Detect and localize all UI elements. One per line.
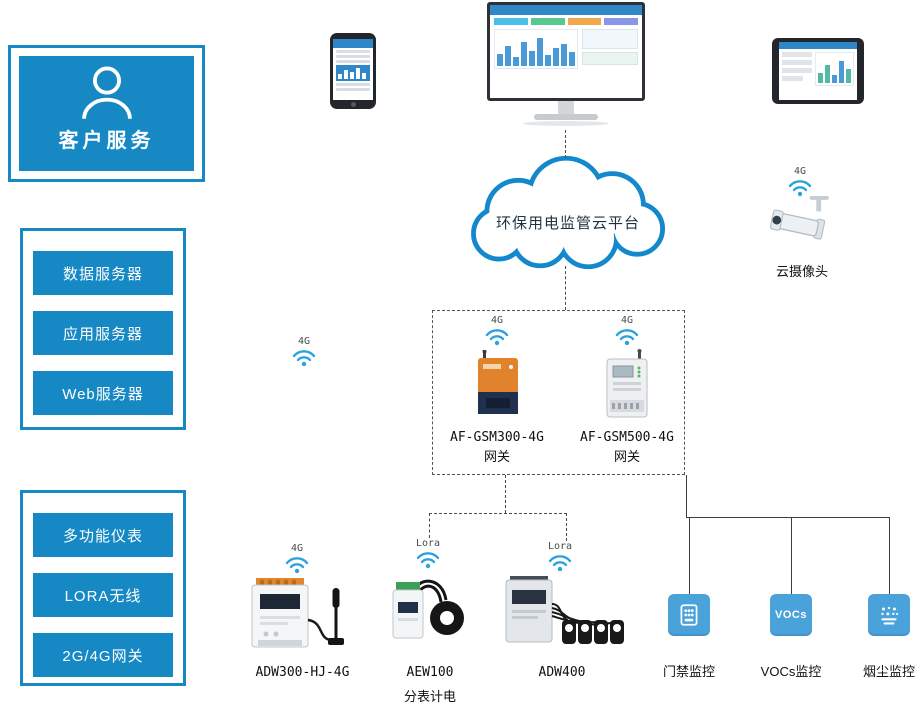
capability-item-gateway: 2G/4G网关 (33, 633, 173, 677)
monitor-dust-label: 烟尘监控 (862, 664, 915, 679)
customer-service-card: 客户服务 (8, 45, 205, 182)
connector-branch-horizontal (429, 513, 567, 514)
wifi-signal-uplink: 4G (284, 336, 324, 367)
wifi-icon (788, 180, 812, 197)
server-group-panel: 数据服务器 应用服务器 Web服务器 (20, 228, 186, 430)
tablet-mockup (772, 38, 864, 104)
monitor-tile-vocs: VOCs (770, 594, 812, 636)
cloud-camera-illustration (769, 196, 829, 240)
connector-right-horizontal (686, 517, 889, 518)
connector-gateway-branch-stem (505, 475, 506, 513)
monitor-tile-access (668, 594, 710, 636)
server-item-web: Web服务器 (33, 371, 173, 415)
monitor-tile-dust (868, 594, 910, 636)
vocs-badge: VOCs (775, 609, 807, 621)
connector-drop-adw400 (566, 513, 567, 541)
camera-signal-label: 4G (793, 166, 807, 177)
wifi-signal-gsm300: 4G (477, 315, 517, 346)
meter-adw300-device (251, 578, 344, 648)
adw400-signal-label: Lora (547, 541, 573, 552)
connector-drop-aew100 (429, 513, 430, 538)
customer-service-inner: 客户服务 (19, 56, 194, 171)
meter-adw400-label: ADW400 (538, 665, 586, 680)
camera-label: 云摄像头 (775, 264, 828, 279)
gsm500-signal-label: 4G (620, 315, 634, 326)
meter-adw400-device (505, 576, 624, 644)
phone-mockup (330, 33, 376, 109)
connector-monitor-cloud (565, 130, 566, 158)
monitor-stand (558, 101, 574, 114)
wifi-icon (548, 555, 572, 572)
connector-drop-vocs (791, 517, 792, 594)
meter-aew100-subtitle: 分表计电 (403, 689, 456, 704)
capability-item-meter: 多功能仪表 (33, 513, 173, 557)
keypad-icon (680, 604, 698, 626)
wifi-signal-adw400: Lora (540, 541, 580, 572)
adw300-signal-label: 4G (290, 543, 304, 554)
desktop-screen (487, 2, 645, 101)
gateway-dashed-box (432, 310, 685, 475)
connector-right-stem (686, 475, 687, 517)
wifi-signal-camera: 4G (780, 166, 820, 197)
uplink-signal-label: 4G (297, 336, 311, 347)
phone-screen (333, 39, 373, 100)
customer-service-label: 客户服务 (58, 130, 155, 152)
wifi-signal-gsm500: 4G (607, 315, 647, 346)
monitor-access-label: 门禁监控 (662, 664, 715, 679)
server-item-data: 数据服务器 (33, 251, 173, 295)
cloud-platform-title: 环保用电监管云平台 (495, 215, 640, 232)
wifi-signal-aew100: Lora (408, 538, 448, 569)
gateway-gsm500-device (606, 349, 648, 418)
gateway-gsm300-label: AF-GSM300-4G 网关 (450, 430, 544, 464)
tablet-screen (779, 42, 857, 100)
phone-home-button (350, 102, 356, 107)
monitor-vocs-label: VOCs监控 (760, 664, 822, 679)
aew100-signal-label: Lora (415, 538, 441, 549)
gateway-gsm500-label: AF-GSM500-4G 网关 (580, 430, 674, 464)
desktop-mockup (485, 2, 647, 126)
connector-drop-dust (889, 517, 890, 594)
wifi-icon (285, 557, 309, 574)
gateway-gsm300-device (478, 350, 518, 414)
person-icon (81, 66, 132, 119)
wifi-signal-adw300: 4G (277, 543, 317, 574)
wifi-icon (416, 552, 440, 569)
gsm300-signal-label: 4G (490, 315, 504, 326)
capability-group-panel: 多功能仪表 LORA无线 2G/4G网关 (20, 490, 186, 686)
server-item-app: 应用服务器 (33, 311, 173, 355)
cloud-shape (471, 155, 666, 270)
connector-drop-access (689, 517, 690, 594)
wifi-icon (292, 350, 316, 367)
dust-icon (881, 606, 899, 625)
meter-adw300-label: ADW300-HJ-4G (255, 665, 350, 680)
wifi-icon (485, 329, 509, 346)
meter-aew100-device (392, 579, 464, 639)
capability-item-lora: LORA无线 (33, 573, 173, 617)
meter-aew100-label: AEW100 (406, 665, 454, 680)
connector-cloud-gateway-box (565, 266, 566, 310)
dashboard-bar-chart (494, 29, 579, 69)
wifi-icon (615, 329, 639, 346)
